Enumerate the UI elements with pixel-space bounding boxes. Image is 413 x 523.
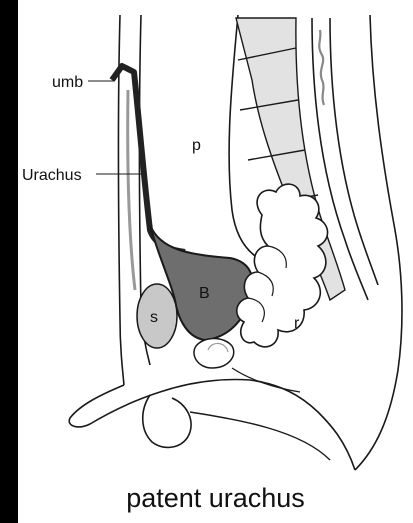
label-urachus: Urachus — [22, 167, 82, 184]
prostate — [194, 339, 234, 369]
label-r: r — [294, 315, 300, 332]
label-b: B — [199, 285, 210, 302]
label-p: p — [192, 137, 201, 154]
label-s: s — [150, 309, 158, 326]
figure-caption: patent urachus — [18, 478, 413, 520]
label-umb: umb — [52, 74, 83, 91]
